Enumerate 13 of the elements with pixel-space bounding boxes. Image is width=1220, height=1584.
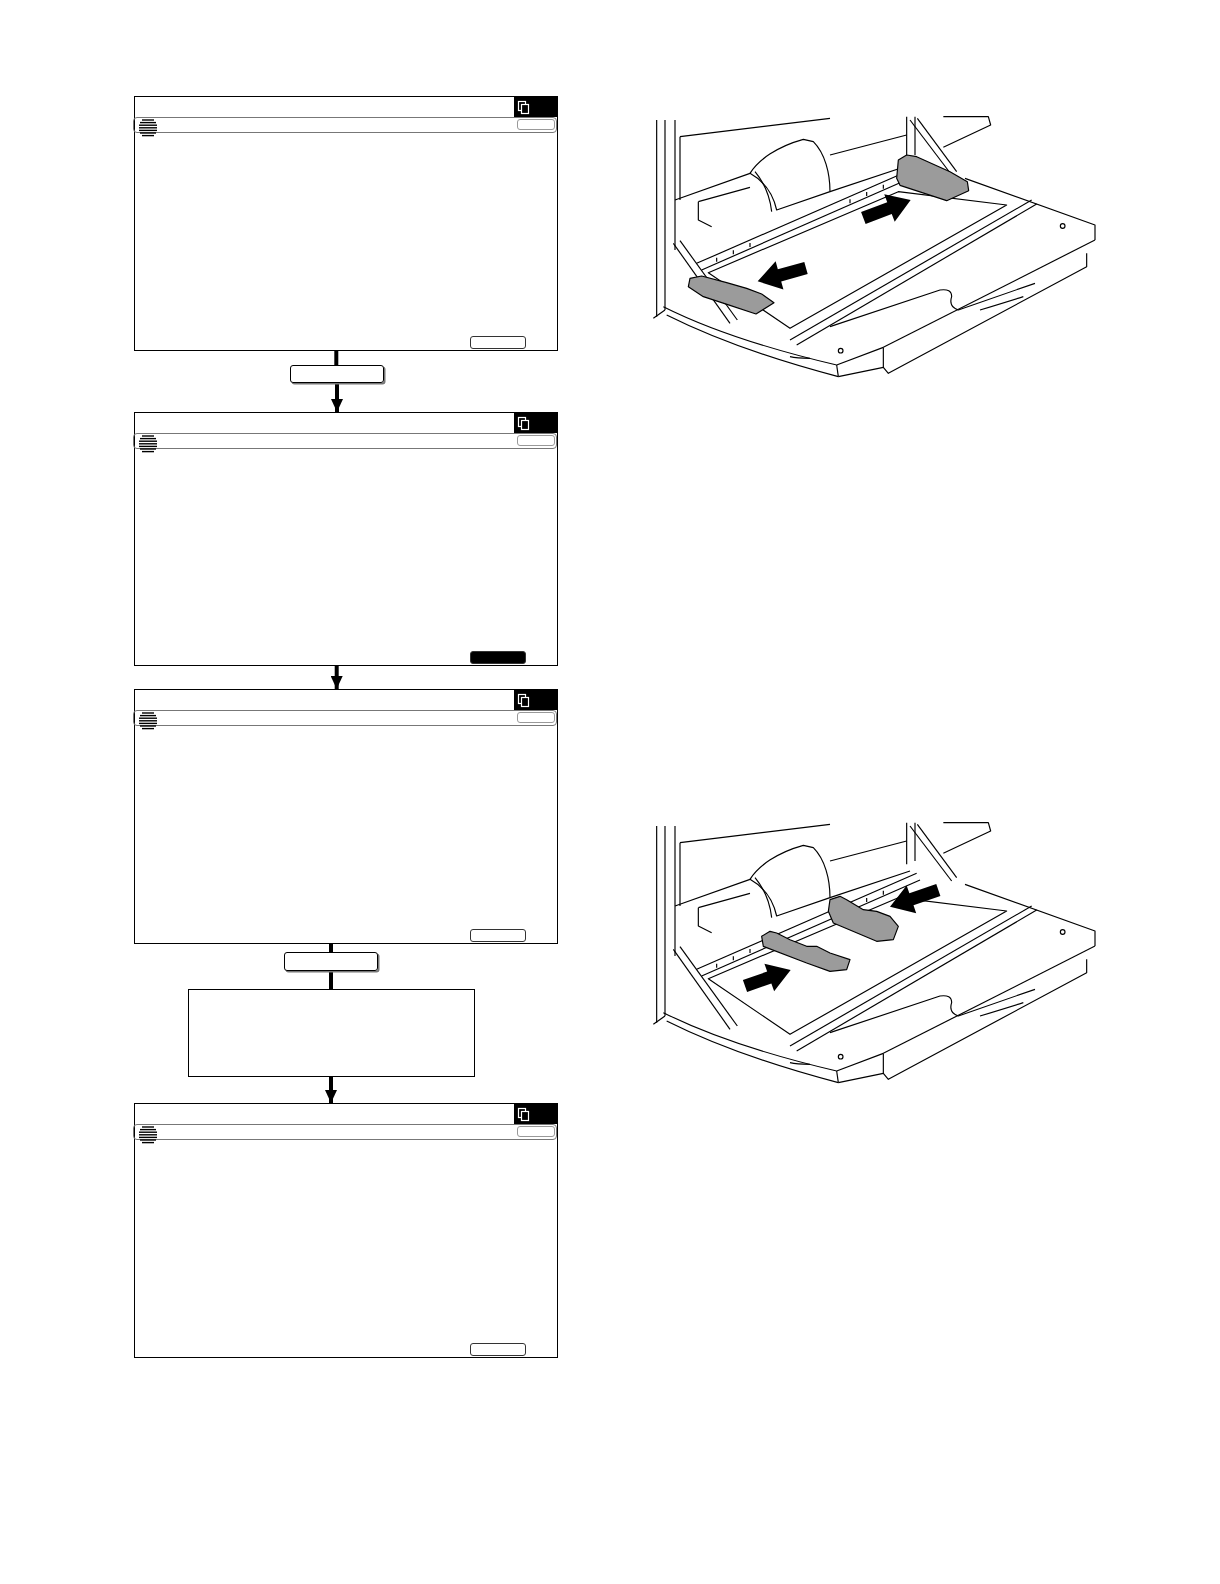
display-screen	[134, 412, 558, 666]
connector-line	[329, 971, 333, 989]
key-button	[290, 365, 384, 383]
display-screen	[134, 96, 558, 351]
arrow	[325, 1077, 337, 1103]
process-box	[188, 989, 475, 1077]
arrow	[330, 666, 343, 689]
key-button	[284, 952, 378, 971]
connector-line	[334, 351, 339, 365]
display-screen	[134, 689, 558, 944]
display-screen	[134, 1103, 558, 1358]
connector-line	[329, 944, 333, 952]
arrow	[331, 383, 343, 412]
